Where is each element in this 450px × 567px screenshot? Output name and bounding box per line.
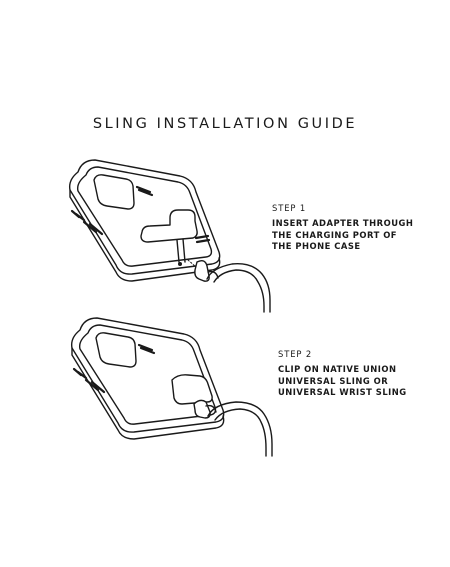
step1-sling-clip <box>187 259 219 282</box>
step2-sling-cord <box>207 401 273 457</box>
step1-sling-cord <box>206 263 271 313</box>
step2-sling-clip <box>193 399 217 419</box>
step2-description: CLIP ON NATIVE UNION UNIVERSAL SLING OR … <box>278 364 407 399</box>
step2-line: CLIP ON NATIVE UNION <box>278 364 397 374</box>
step2-label: STEP 2 <box>278 349 313 359</box>
step2-line: UNIVERSAL WRIST SLING <box>278 387 407 397</box>
step1-line: INSERT ADAPTER THROUGH <box>272 218 414 228</box>
step1-line: THE PHONE CASE <box>272 241 361 251</box>
guide-title: SLING INSTALLATION GUIDE <box>92 116 358 132</box>
step1-label: STEP 1 <box>272 203 307 213</box>
step1-line: THE CHARGING PORT OF <box>272 229 398 240</box>
step1-adapter-card <box>140 209 198 266</box>
step2-phone-case-illustration <box>70 317 225 440</box>
step1-phone-case-illustration <box>68 159 221 282</box>
step2-line: UNIVERSAL SLING OR <box>278 375 389 386</box>
step1-description: INSERT ADAPTER THROUGH THE CHARGING PORT… <box>272 218 413 253</box>
